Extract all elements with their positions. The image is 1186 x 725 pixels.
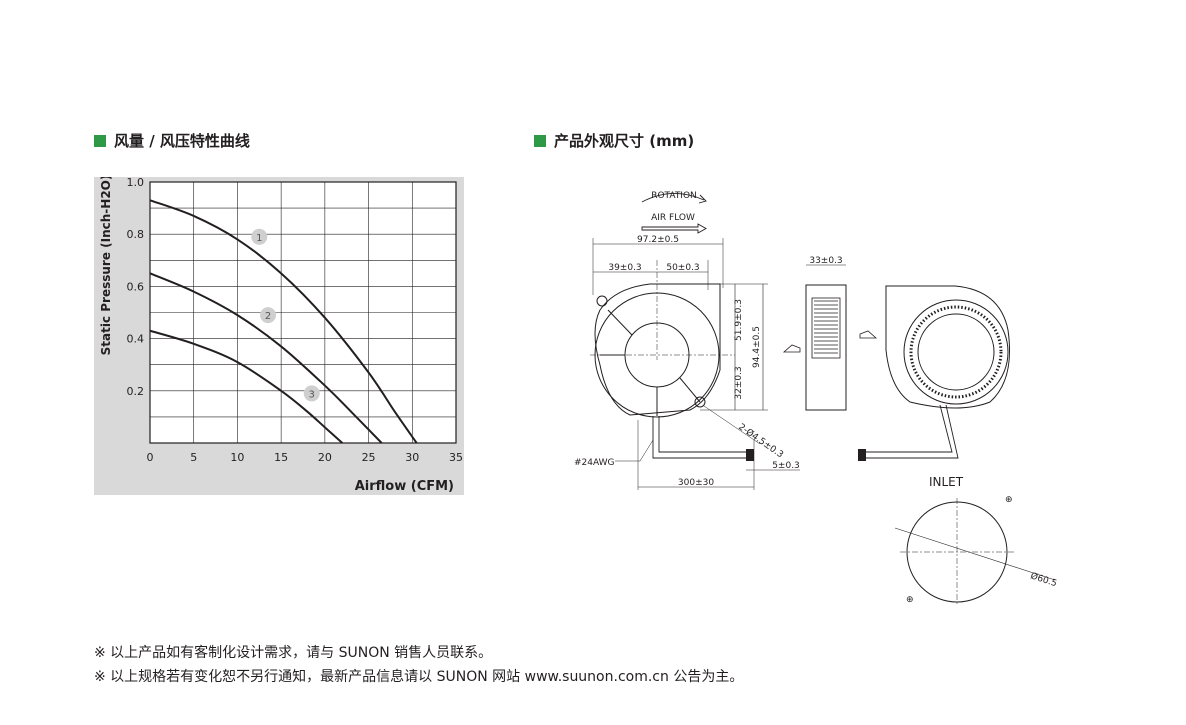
dimension-section-title: 产品外观尺寸 (mm) xyxy=(534,130,694,151)
dimension-drawing: ROTATION AIR FLOW 97.2±0.5 39±0.3 50±0.3… xyxy=(574,191,1058,606)
performance-chart: 0 5 10 15 20 25 30 35 0.2 0.4 0.6 0.8 1.0 1 2 3 Static… xyxy=(99,177,463,494)
y-tick-label: 1.0 xyxy=(127,177,145,189)
dimension-section-title-text: 产品外观尺寸 (mm) xyxy=(554,132,695,150)
side-arrow-icon xyxy=(859,330,878,339)
wire-end xyxy=(858,449,866,461)
rear-view-housing xyxy=(885,285,1011,409)
curve-section-title-text: 风量 / 风压特性曲线 xyxy=(114,132,250,150)
y-tick-label: 0.2 xyxy=(127,385,145,398)
dim-depth-label: 33±0.3 xyxy=(809,256,842,266)
rear-lead-wire xyxy=(860,404,953,453)
curve-series-2 xyxy=(149,272,383,444)
dim-lower-label: 32±0.3 xyxy=(734,366,744,399)
x-axis-label: Airflow (CFM) xyxy=(355,479,454,494)
x-tick-label: 10 xyxy=(230,451,244,464)
performance-chart-panel: 0 5 10 15 20 25 30 35 0.2 0.4 0.6 0.8 1.0 1 2 3 Static… xyxy=(94,177,464,495)
blower-housing xyxy=(594,283,721,416)
dim-width-label: 97.2±0.5 xyxy=(637,235,679,245)
curve-section-title: 风量 / 风压特性曲线 xyxy=(94,130,250,151)
y-tick-label: 0.4 xyxy=(127,333,145,346)
green-square-icon xyxy=(534,134,546,147)
x-tick-label: 15 xyxy=(274,451,288,464)
rear-impeller-ring xyxy=(909,305,1003,399)
x-tick-label: 25 xyxy=(362,451,376,464)
green-square-icon xyxy=(94,134,106,147)
dim-inlet-label: Ø60.5 xyxy=(1029,570,1058,589)
mount-hole-top xyxy=(596,295,608,307)
x-tick-label: 5 xyxy=(190,451,197,464)
curve-series-1 xyxy=(149,199,418,444)
air-flow-label: AIR FLOW xyxy=(651,213,695,223)
dim-right-label: 50±0.3 xyxy=(666,263,699,273)
x-tick-label: 20 xyxy=(318,451,332,464)
mount-hole-bottom xyxy=(694,396,706,408)
curve-label-1: 1 xyxy=(256,233,262,244)
curve-label-3: 3 xyxy=(309,389,315,400)
y-tick-label: 0.6 xyxy=(127,280,145,293)
dim-lead-label: 300±30 xyxy=(678,478,714,488)
wire-end xyxy=(746,449,754,461)
crosshair-icon: ⊕ xyxy=(906,595,914,605)
crosshair-icon: ⊕ xyxy=(1005,495,1013,505)
dim-upper-label: 51.9±0.3 xyxy=(734,299,744,341)
wire-gauge-label: #24AWG xyxy=(574,458,615,468)
footnote-2: ※ 以上规格若有变化恕不另行通知，最新产品信息请以 SUNON 网站 www.s… xyxy=(94,669,744,685)
curve-label-2: 2 xyxy=(265,311,271,322)
rotation-label: ROTATION xyxy=(651,191,697,201)
rear-impeller-inner xyxy=(917,313,995,391)
x-tick-label: 35 xyxy=(449,451,463,464)
curve-series-3 xyxy=(149,329,344,444)
y-axis-label: Static Pressure (Inch-H2O) xyxy=(99,177,113,355)
inlet-label: INLET xyxy=(929,475,964,489)
leader-line xyxy=(639,439,654,462)
footnote-1: ※ 以上产品如有客制化设计需求，请与 SUNON 销售人员联系。 xyxy=(94,645,493,661)
rear-impeller xyxy=(903,299,1009,405)
y-tick-label: 0.8 xyxy=(127,228,145,241)
rear-lead-wire xyxy=(860,404,959,459)
curve-marker-2 xyxy=(260,307,277,324)
rotation-arrow-head-icon xyxy=(698,194,707,204)
rotation-arrow-icon xyxy=(641,193,705,203)
side-view-outlet xyxy=(811,297,841,359)
strut xyxy=(607,309,633,336)
curve-marker-1 xyxy=(251,228,268,245)
lead-wire xyxy=(652,416,748,459)
dim-strip-label: 5±0.3 xyxy=(772,461,800,471)
leader-line xyxy=(703,405,761,445)
dim-hole-label: 2-Ø4.5±0.3 xyxy=(736,421,785,460)
x-tick-label: 0 xyxy=(147,451,154,464)
side-arrow-icon xyxy=(782,344,801,353)
x-tick-label: 30 xyxy=(405,451,419,464)
curve-marker-3 xyxy=(303,385,320,402)
dim-height-label: 94.4±0.5 xyxy=(752,326,762,368)
lead-wire xyxy=(658,416,748,453)
dim-line-inlet xyxy=(894,527,1056,581)
dim-left-label: 39±0.3 xyxy=(608,263,641,273)
side-view-body xyxy=(805,284,847,411)
air-flow-arrow-icon xyxy=(641,223,707,234)
